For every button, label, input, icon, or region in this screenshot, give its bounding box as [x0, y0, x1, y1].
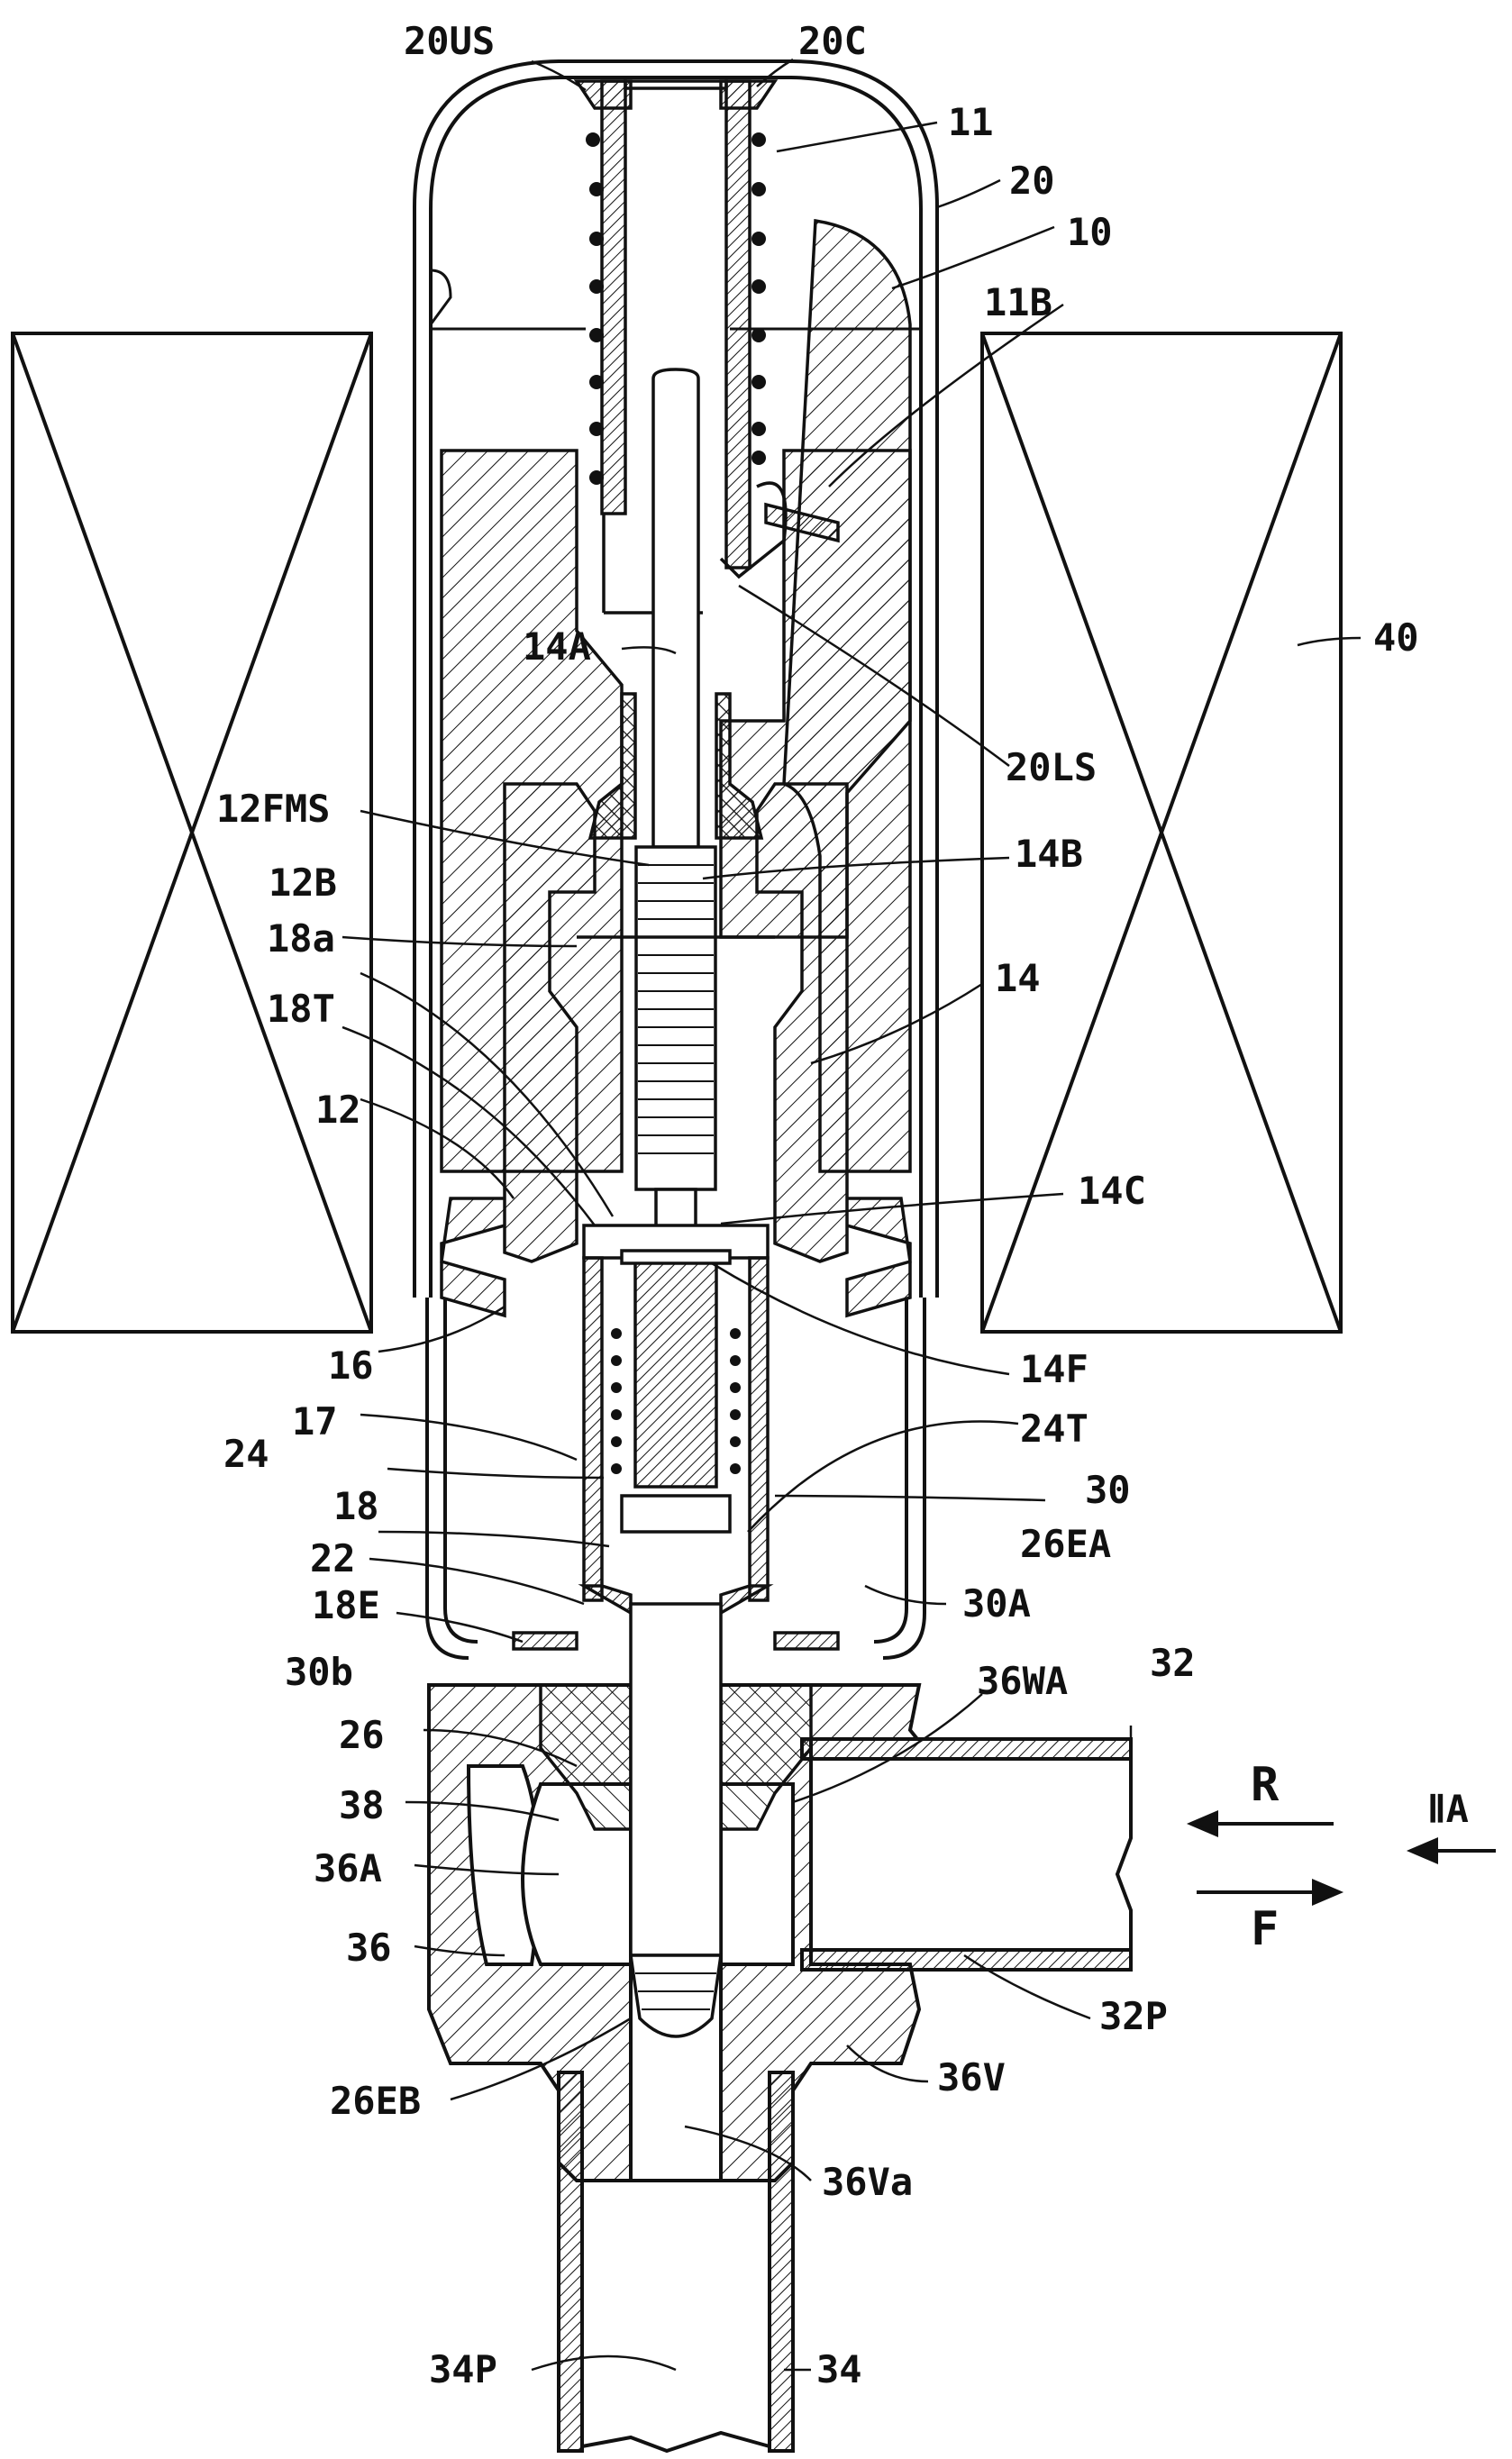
label-24T: 24T — [1020, 1407, 1088, 1451]
label-26EA: 26EA — [1020, 1522, 1111, 1566]
threaded-nut — [587, 692, 764, 840]
stopper-pin-11B — [719, 481, 840, 579]
collar-30b — [512, 1631, 840, 1651]
label-40: 40 — [1373, 615, 1419, 660]
needle-valve-26 — [628, 1602, 724, 2038]
label-32P: 32P — [1099, 1994, 1168, 2038]
label-34: 34 — [816, 2347, 862, 2391]
label-18: 18 — [333, 1484, 379, 1528]
label-36V: 36V — [937, 2055, 1006, 2099]
label-F: F — [1251, 1902, 1279, 1956]
label-36Va: 36Va — [822, 2160, 913, 2204]
label-20LS: 20LS — [1006, 745, 1097, 789]
label-30: 30 — [1085, 1468, 1131, 1512]
label-R: R — [1251, 1758, 1280, 1812]
label-20C: 20C — [798, 19, 867, 63]
spring-coils — [586, 132, 766, 485]
reference-labels: 20US 20C 11 20 10 11B 14A 40 20LS 12FMS … — [216, 19, 1469, 2391]
coil-left — [11, 332, 373, 1334]
coil-right — [980, 332, 1343, 1334]
label-18E: 18E — [312, 1583, 380, 1627]
guide-tube-11 — [573, 79, 779, 615]
label-20US: 20US — [404, 19, 495, 63]
label-32: 32 — [1150, 1641, 1196, 1685]
label-30b: 30b — [285, 1650, 353, 1694]
label-17: 17 — [292, 1399, 338, 1444]
label-14B: 14B — [1015, 832, 1083, 876]
label-22: 22 — [310, 1536, 356, 1580]
label-14C: 14C — [1078, 1169, 1146, 1213]
label-36WA: 36WA — [977, 1659, 1068, 1703]
label-14A: 14A — [523, 624, 591, 669]
label-14: 14 — [995, 956, 1041, 1000]
label-36: 36 — [346, 1926, 392, 1970]
valve-seat-38 — [539, 1683, 813, 1831]
label-IIA: ⅡA — [1427, 1787, 1469, 1831]
label-10: 10 — [1067, 210, 1113, 254]
inner-spring-24 — [611, 1328, 741, 1474]
bottom-pipe-34 — [557, 2071, 795, 2454]
label-36A: 36A — [314, 1846, 382, 1890]
label-11: 11 — [948, 100, 994, 144]
label-26: 26 — [339, 1713, 385, 1757]
label-14F: 14F — [1020, 1347, 1088, 1391]
flow-arrows — [1186, 1809, 1496, 1907]
label-16: 16 — [328, 1343, 374, 1388]
label-12B: 12B — [269, 861, 337, 905]
label-38: 38 — [339, 1783, 385, 1827]
label-11B: 11B — [984, 280, 1052, 324]
label-20: 20 — [1009, 159, 1055, 203]
label-30A: 30A — [962, 1581, 1031, 1626]
movable-core-12 — [440, 782, 912, 1318]
shaft-14 — [634, 368, 717, 1245]
label-18a: 18a — [267, 916, 335, 961]
label-24: 24 — [223, 1432, 269, 1476]
cage-18 — [578, 1224, 774, 1617]
label-26EB: 26EB — [330, 2079, 421, 2123]
label-12: 12 — [315, 1088, 361, 1132]
label-18T: 18T — [267, 987, 335, 1031]
leader-lines — [342, 58, 1362, 2372]
label-34P: 34P — [429, 2347, 497, 2391]
side-pipe-32 — [800, 1737, 1133, 1972]
lower-can-30 — [425, 1298, 926, 1660]
label-12FMS: 12FMS — [216, 787, 330, 831]
